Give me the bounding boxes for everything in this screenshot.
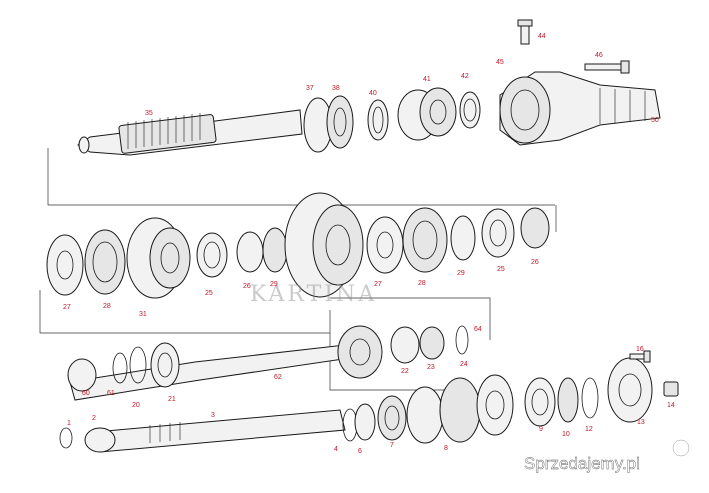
label-35: 35 [145, 110, 153, 117]
label-50: 50 [651, 117, 659, 124]
label-44: 44 [538, 33, 546, 40]
bolt-46 [584, 60, 630, 74]
ring-24 [455, 325, 469, 355]
shaft-62 [69, 325, 383, 401]
site-logo: Sprzedajemy.pl [524, 439, 690, 473]
label-8: 8 [444, 445, 448, 452]
bearing-21 [150, 342, 180, 388]
label-46: 46 [595, 52, 603, 59]
synchro-28-left [84, 229, 126, 295]
label-12: 12 [585, 426, 593, 433]
label-9: 9 [539, 426, 543, 433]
watermark-text: KARTINA [250, 282, 377, 307]
label-45: 45 [496, 59, 504, 66]
label-28-left: 28 [103, 303, 111, 310]
needle-bearing-25-right [481, 208, 515, 258]
label-37: 37 [306, 85, 314, 92]
ring-26 [236, 231, 264, 273]
gear-cluster-8 [406, 374, 514, 444]
bearing-9 [524, 377, 556, 427]
bearing-7 [377, 395, 407, 441]
label-41: 41 [423, 76, 431, 83]
label-27-right: 27 [374, 281, 382, 288]
bolt-16 [629, 350, 651, 363]
ring-40 [367, 99, 389, 141]
ring-12 [581, 377, 599, 419]
label-31: 31 [139, 311, 147, 318]
bolt-44 [517, 19, 533, 45]
synchro-28-right [402, 207, 448, 273]
label-38: 38 [332, 85, 340, 92]
label-4: 4 [334, 446, 338, 453]
ring-26-right [520, 207, 550, 249]
label-29-left: 29 [270, 281, 278, 288]
nut-14 [663, 381, 679, 397]
ring-1 [59, 427, 73, 449]
label-25-right: 25 [497, 266, 505, 273]
part-labels: 1 2 3 4 6 7 8 9 10 12 13 14 16 20 21 22 … [63, 33, 675, 455]
label-3: 3 [211, 412, 215, 419]
needle-bearing-25-left [196, 232, 228, 278]
input-shaft-35 [77, 109, 303, 156]
ring-42 [459, 91, 481, 129]
bearing-37-38 [303, 95, 354, 153]
label-22: 22 [401, 368, 409, 375]
label-1: 1 [67, 420, 71, 427]
shaft-3 [94, 409, 346, 453]
label-29-right: 29 [457, 270, 465, 277]
label-42: 42 [461, 73, 469, 80]
ring-29 [262, 227, 288, 273]
label-25-left: 25 [205, 290, 213, 297]
label-60: 60 [82, 390, 90, 397]
site-logo-badge-icon [672, 439, 690, 457]
label-62: 62 [274, 374, 282, 381]
label-2: 2 [92, 415, 96, 422]
label-7: 7 [390, 442, 394, 449]
label-16: 16 [636, 346, 644, 353]
housing-45-50 [499, 71, 661, 146]
label-6: 6 [358, 448, 362, 455]
ring-61 [112, 352, 128, 384]
label-14: 14 [667, 402, 675, 409]
bearing-6 [354, 403, 376, 441]
label-24: 24 [460, 361, 468, 368]
site-logo-text: Sprzedajemy.pl [524, 454, 640, 473]
gear-41 [397, 87, 457, 141]
label-28-right: 28 [418, 280, 426, 287]
label-26-left: 26 [243, 283, 251, 290]
bearing-60 [67, 358, 97, 392]
label-21: 21 [168, 396, 176, 403]
label-26-right: 26 [531, 259, 539, 266]
gear-large-center [284, 192, 364, 298]
circlip-20 [129, 346, 147, 384]
label-40: 40 [369, 90, 377, 97]
gear-31 [126, 217, 191, 299]
connector-middle [39, 290, 330, 334]
ring-29-right [450, 215, 476, 261]
ring-10 [557, 377, 579, 423]
label-10: 10 [562, 431, 570, 438]
label-20: 20 [132, 402, 140, 409]
bearing-22-23 [390, 326, 445, 364]
label-64: 64 [474, 326, 482, 333]
connector-top [47, 148, 555, 206]
label-23: 23 [427, 364, 435, 371]
label-61: 61 [107, 390, 115, 397]
cover-13 [607, 357, 653, 423]
gear-27-center [366, 216, 404, 274]
sleeve-2 [84, 427, 116, 453]
label-13: 13 [637, 419, 645, 426]
gear-27 [46, 234, 84, 296]
label-27-left: 27 [63, 304, 71, 311]
